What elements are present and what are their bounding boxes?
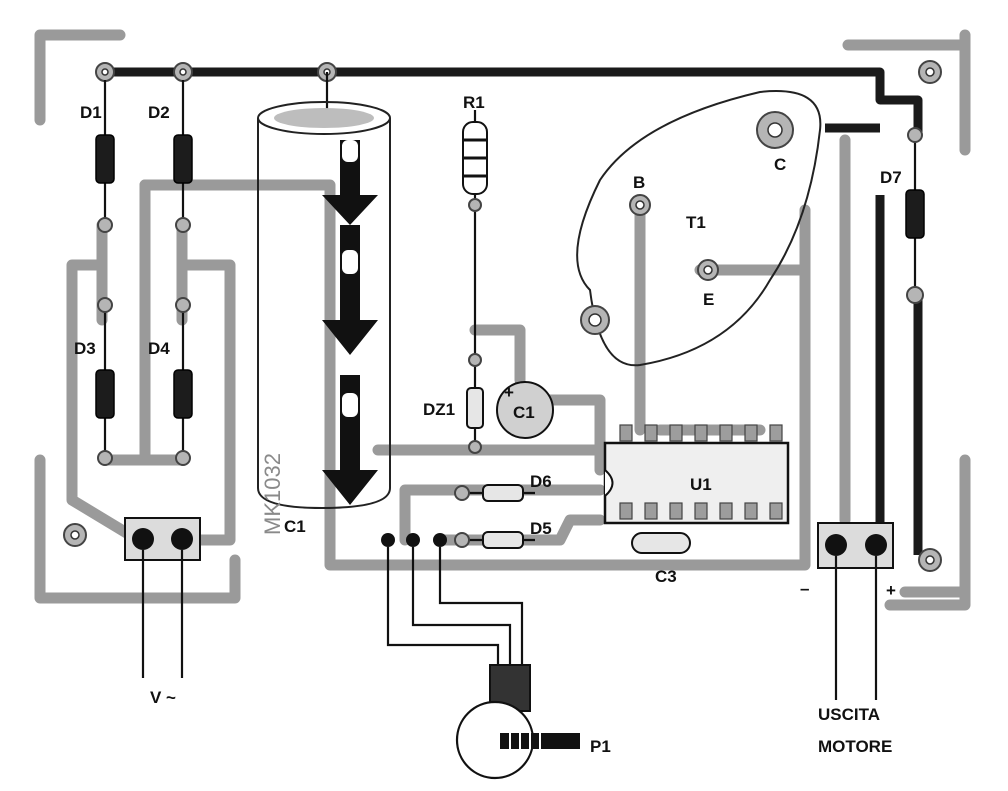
label-dz1: DZ1 — [423, 400, 455, 419]
capacitor-c3 — [631, 532, 691, 554]
label-c1-small: C1 — [513, 403, 535, 422]
label-d1: D1 — [80, 103, 102, 122]
transistor-t1 — [576, 90, 822, 367]
potentiometer-p1 — [381, 533, 580, 780]
label-d2: D2 — [148, 103, 170, 122]
label-c1-large: C1 — [284, 517, 306, 536]
label-minus: – — [800, 579, 809, 598]
label-d6: D6 — [530, 472, 552, 491]
label-cap-plus: + — [504, 383, 514, 402]
output-terminal-block — [817, 522, 894, 700]
ic-u1 — [603, 424, 790, 525]
label-output-line1: USCITA — [818, 705, 880, 724]
label-t1-base: B — [633, 173, 645, 192]
label-t1-collector: C — [774, 155, 786, 174]
label-d3: D3 — [74, 339, 96, 358]
label-d7: D7 — [880, 168, 902, 187]
diode-d5 — [454, 531, 535, 549]
label-board-code: MK1032 — [260, 453, 285, 535]
label-d4: D4 — [148, 339, 170, 358]
board-outline — [34, 29, 971, 611]
label-d5: D5 — [530, 519, 552, 538]
label-output-line2: MOTORE — [818, 737, 892, 756]
capacitor-c1-large — [257, 72, 391, 510]
input-terminal-block — [124, 517, 201, 678]
label-plus: + — [886, 581, 896, 600]
diode-d6 — [454, 484, 535, 502]
diode-d2 — [173, 80, 193, 233]
label-p1: P1 — [590, 737, 611, 756]
capacitor-c1-small — [496, 381, 554, 439]
zener-dz1 — [466, 353, 484, 454]
label-t1-emitter: E — [703, 290, 714, 309]
label-v-input: V ~ — [150, 688, 176, 707]
label-r1: R1 — [463, 93, 485, 112]
diode-d3 — [95, 297, 115, 466]
diode-d7 — [905, 127, 925, 304]
diode-d4 — [173, 297, 193, 466]
top-bus-trace — [100, 67, 923, 555]
label-u1: U1 — [690, 475, 712, 494]
label-t1: T1 — [686, 213, 706, 232]
label-c3: C3 — [655, 567, 677, 586]
resistor-r1 — [462, 110, 488, 360]
diode-d1 — [95, 80, 115, 233]
